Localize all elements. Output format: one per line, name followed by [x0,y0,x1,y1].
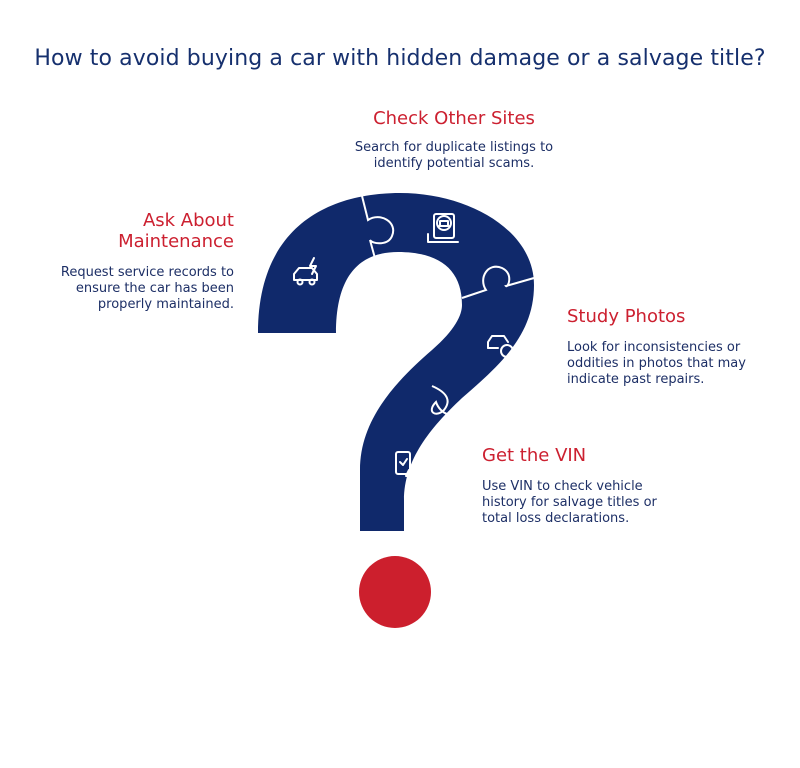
car-document-icon [427,213,459,243]
step-description-get-the-vin: Use VIN to check vehicle history for sal… [482,479,657,526]
page-title: How to avoid buying a car with hidden da… [34,46,766,71]
car-repair-icon [293,257,318,286]
step-description-study-photos: Look for inconsistencies or oddities in … [567,340,746,387]
step-description-check-other-sites: Search for duplicate listings to identif… [354,140,554,171]
puzzle-seam-1 [361,195,395,263]
question-mark-dot [359,556,431,628]
puzzle-seam-3 [430,385,477,431]
step-heading-get-the-vin: Get the VIN [482,445,587,466]
step-heading-ask-about-maintenance: Ask About Maintenance [118,210,234,252]
step-description-ask-about-maintenance: Request service records to ensure the ca… [60,265,234,312]
phone-car-icon [395,451,425,481]
puzzle-seam-2 [461,265,535,299]
car-magnifier-icon [487,335,517,361]
step-heading-check-other-sites: Check Other Sites [373,108,535,129]
step-heading-study-photos: Study Photos [567,306,686,327]
question-mark-arc [258,193,534,531]
